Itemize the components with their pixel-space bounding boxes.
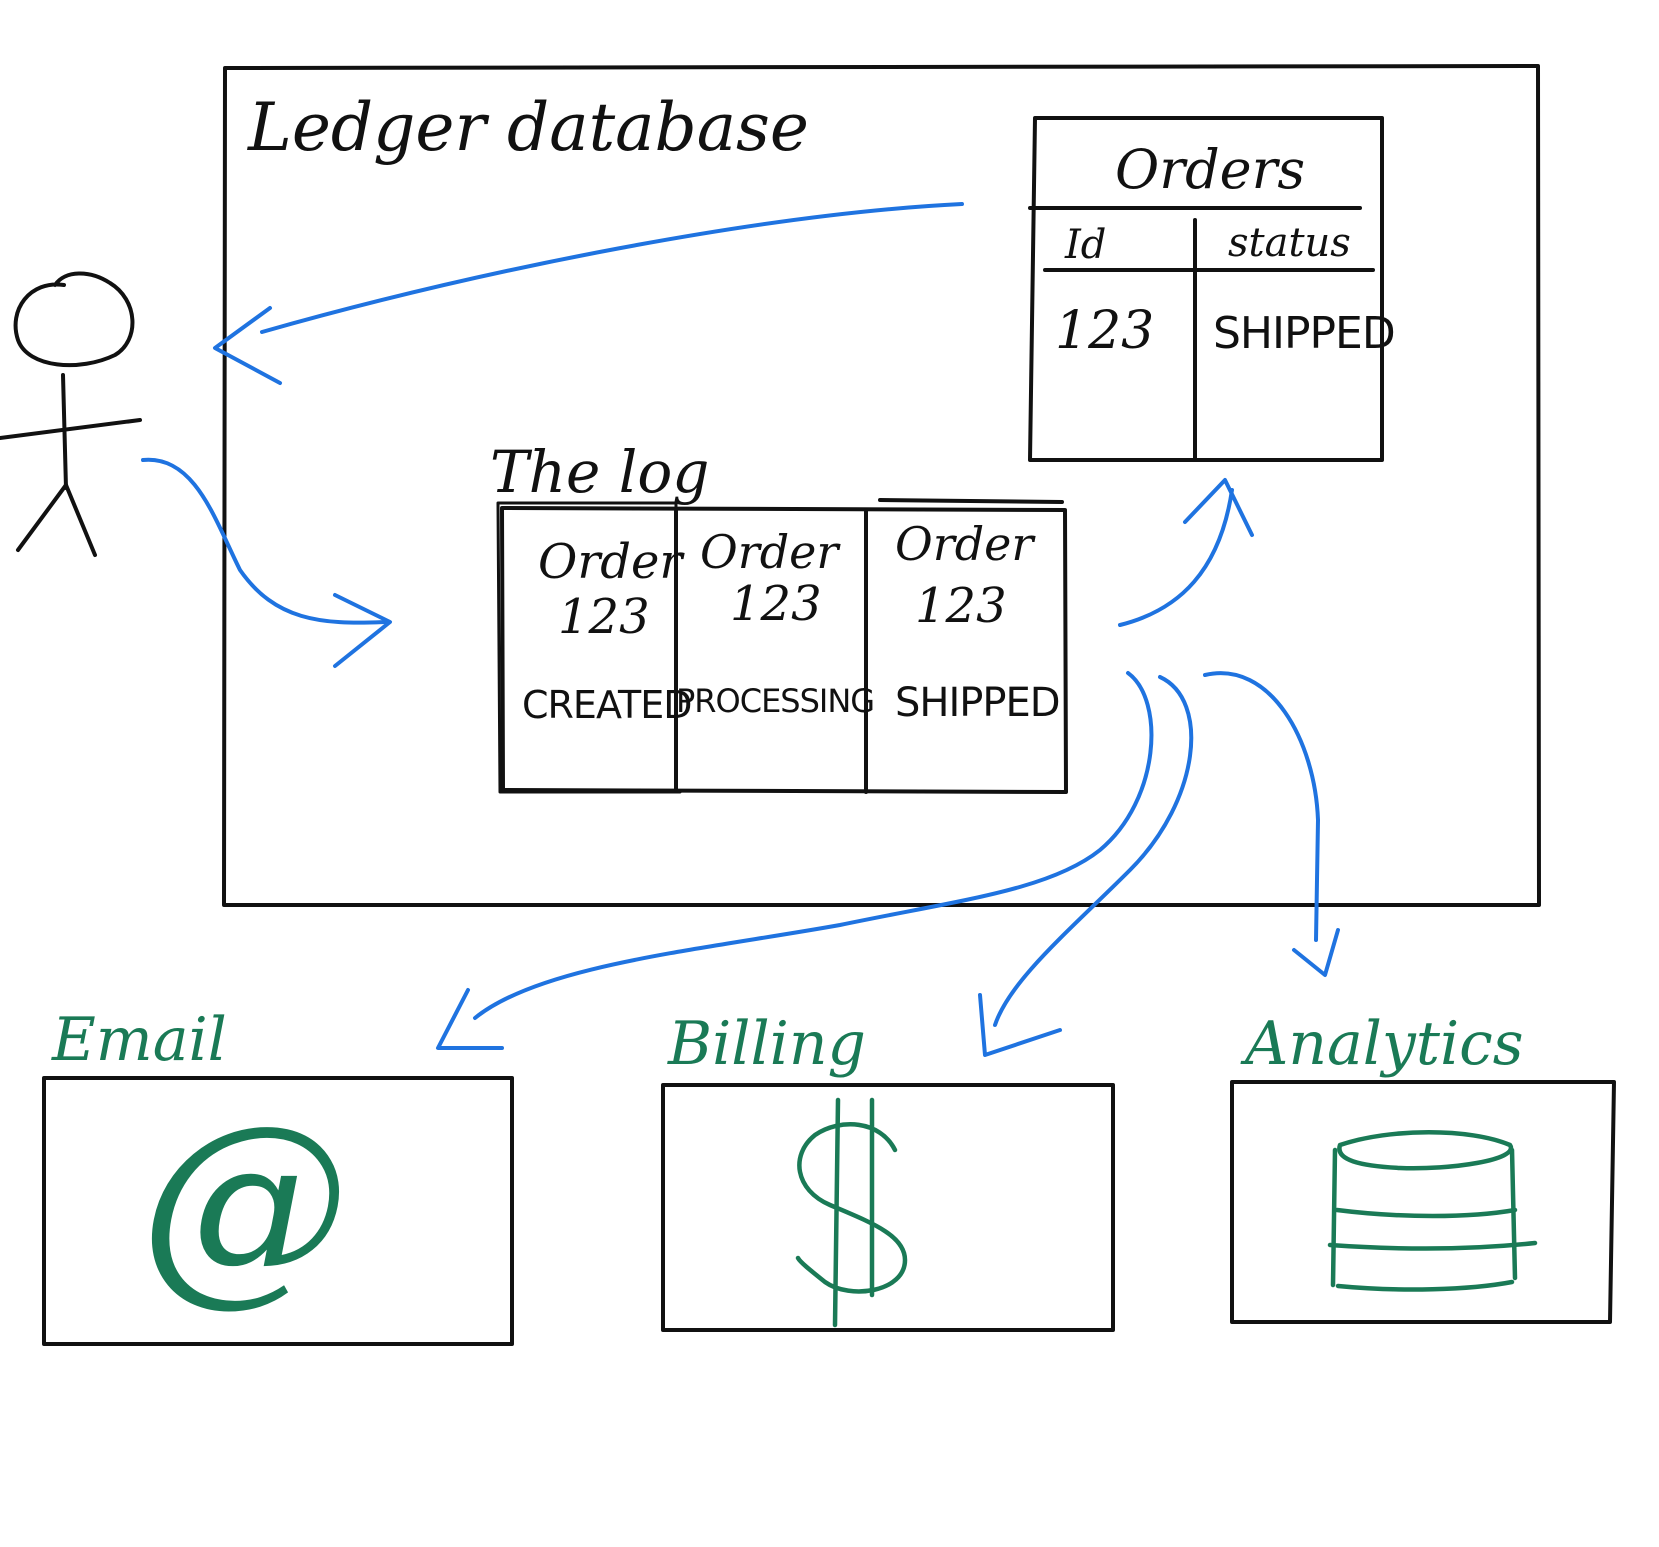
log-entry-3: Order 123 SHIPPED — [895, 517, 1061, 726]
arrow-log-to-email — [436, 671, 1154, 1050]
log-entry-2-id: 123 — [730, 576, 822, 632]
consumer-billing: Billing — [661, 1009, 1115, 1332]
orders-row-status: SHIPPED — [1213, 308, 1395, 359]
arrow-user-to-log — [141, 457, 392, 668]
log-entry-1-status: CREATED — [522, 683, 691, 727]
orders-table: Orders Id status 123 SHIPPED — [1028, 116, 1396, 462]
consumer-billing-label: Billing — [667, 1009, 866, 1079]
log-entry-3-status: SHIPPED — [895, 680, 1060, 726]
dollar-sign-icon — [795, 1097, 908, 1328]
consumer-email-label: Email — [51, 1005, 227, 1075]
log-title: The log — [490, 438, 709, 506]
arrow-log-to-orders — [1118, 478, 1254, 627]
arrow-log-to-analytics — [1203, 671, 1340, 977]
orders-table-title: Orders — [1115, 138, 1305, 201]
consumer-analytics-label: Analytics — [1240, 1009, 1524, 1079]
arrow-log-to-billing — [978, 675, 1194, 1057]
orders-column-id: Id — [1064, 222, 1106, 268]
log-entry-2-status: PROCESSING — [676, 682, 874, 720]
log-entry-1: Order 123 CREATED — [522, 534, 692, 727]
log-entry-2: Order 123 PROCESSING — [676, 525, 875, 720]
consumer-analytics: Analytics — [1230, 1009, 1616, 1324]
log-entry-3-id: 123 — [915, 578, 1007, 634]
log-entry-1-title: Order — [538, 534, 685, 590]
at-sign-icon: @ — [140, 1080, 350, 1325]
orders-column-status: status — [1228, 220, 1351, 266]
log-entry-2-title: Order — [700, 525, 841, 579]
ledger-database-title: Ledger database — [247, 89, 809, 166]
log-entry-3-title: Order — [895, 517, 1036, 571]
orders-row-id: 123 — [1055, 301, 1154, 361]
stick-figure-icon — [0, 271, 142, 557]
consumer-email: Email @ — [42, 1005, 514, 1346]
log-entry-1-id: 123 — [558, 589, 650, 645]
ledger-database-box: Ledger database — [222, 64, 1541, 907]
database-icon — [1327, 1130, 1538, 1292]
arrow-orders-to-user — [213, 202, 964, 385]
event-log: The log Order 123 CREATED Order 123 PROC… — [490, 438, 1068, 794]
